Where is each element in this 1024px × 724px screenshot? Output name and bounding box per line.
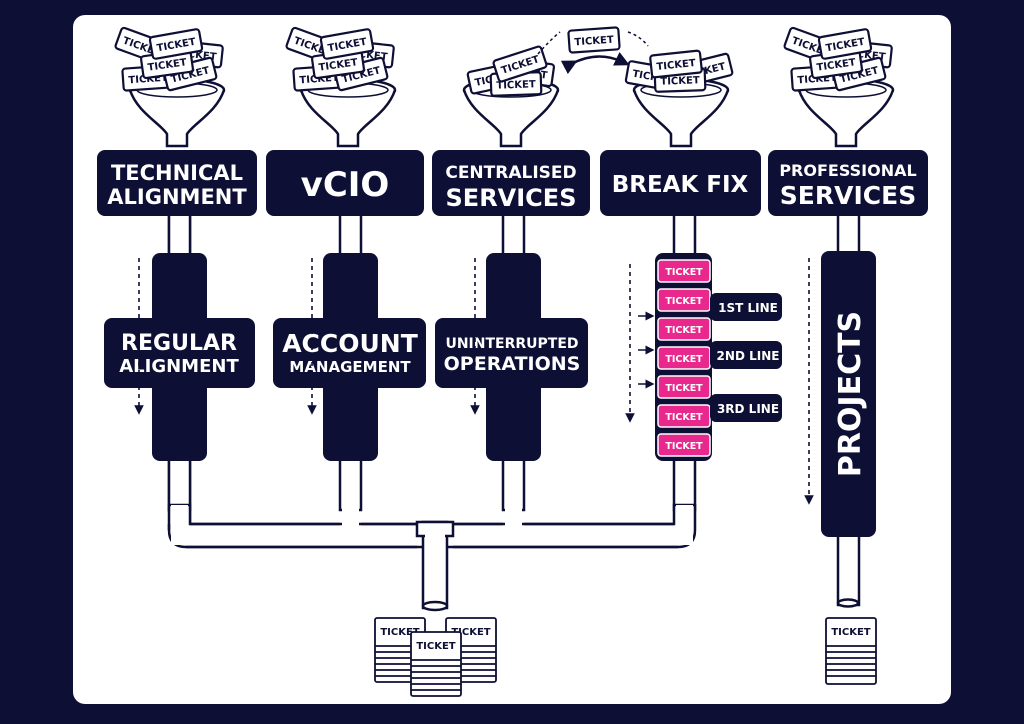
output-stack-main: TICKET TICKET TICKET [374,617,497,697]
process-account-1: ACCOUNT [282,329,418,358]
ticket-icon [657,375,711,399]
label-box-technical [97,150,257,216]
ticket-icon [567,26,621,54]
support-line-2: 2ND LINE [717,349,780,363]
service-boxes: TECHNICAL ALIGNMENT vCIO CENTRALISED SER… [97,150,928,216]
label-box-breakfix [600,150,761,216]
arrow-icon [560,51,630,75]
support-line-1: 1ST LINE [718,301,778,315]
ticket-stack-icon: TICKET [410,631,462,697]
label-vcio: vCIO [301,165,390,205]
support-line-3: 3RD LINE [717,402,779,416]
ticket-icon [648,49,704,79]
ticket-text: TICKET [416,641,455,652]
ticket-icon [657,259,711,283]
ticket-pile-technical [113,26,225,92]
flow-arrows [134,258,814,505]
label-professional-2: SERVICES [780,181,916,210]
ticket-pile-centralised [466,44,556,97]
process-projects: PROJECTS [833,311,868,477]
breakfix-queue [655,253,712,461]
ticket-icon [657,317,711,341]
ticket-icon [657,288,711,312]
ticket-text: TICKET [380,627,419,638]
process-regular-1: REGULAR [121,331,237,356]
label-professional-1: PROFESSIONAL [779,161,916,180]
process-account-2: MANAGEMENT [289,358,411,376]
label-centralised-2: SERVICES [446,184,577,212]
label-box-professional [768,150,928,216]
process-uninterrupted-1: UNINTERRUPTED [445,336,578,352]
ticket-text: TICKET [831,627,870,638]
label-centralised-1: CENTRALISED [445,163,576,183]
ticket-icon [657,346,711,370]
ticket-transfer [537,26,649,75]
ticket-stack-icon: TICKET [825,617,877,685]
ticket-pile-professional [782,26,894,92]
ticket-text: TICKET [451,627,490,638]
ticket-pile-vcio [284,26,396,92]
output-stack-projects: TICKET [825,617,877,685]
breakfix-arrows [638,311,655,389]
label-technical-1: TECHNICAL [111,161,243,185]
ticket-icon [657,404,711,428]
label-breakfix: BREAK FIX [612,172,749,198]
label-technical-2: ALIGNMENT [107,185,247,209]
process-regular-2: ALIGNMENT [119,356,239,377]
label-box-centralised [432,150,590,216]
label-box-vcio [266,150,424,216]
support-lines: 1ST LINE 2ND LINE 3RD LINE [710,293,782,422]
ticket-icon [657,433,711,457]
process-uninterrupted-2: OPERATIONS [444,353,581,375]
